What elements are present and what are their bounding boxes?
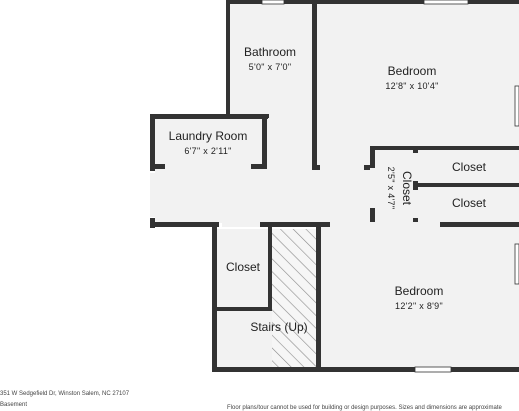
window <box>261 0 285 5</box>
bedroom-bottom-name: Bedroom <box>395 284 444 298</box>
doorway <box>320 165 364 170</box>
doorway <box>269 114 309 119</box>
stairs-landing-floor <box>213 311 272 368</box>
doorway <box>222 222 260 227</box>
bedroom-top-dims: 12'8" x 10'4" <box>385 81 438 91</box>
window <box>423 0 469 5</box>
floor-areas <box>155 4 519 368</box>
window <box>414 366 452 373</box>
wall <box>150 114 155 169</box>
wall <box>150 114 268 119</box>
closet-vertical-name: Closet <box>400 171 414 206</box>
closet-right-bottom-floor <box>418 187 519 223</box>
disclaimer: Floor plans/tour cannot be used for buil… <box>227 405 502 411</box>
laundry-dims: 6'7" x 2'11" <box>184 146 231 156</box>
wall <box>212 307 272 311</box>
window <box>514 85 519 127</box>
wall <box>226 0 519 4</box>
wall <box>212 222 217 372</box>
closet-vertical-floor <box>375 149 415 222</box>
wall <box>226 0 230 117</box>
doorway <box>165 164 251 169</box>
laundry-name: Laundry Room <box>169 129 248 143</box>
stairs-name: Stairs (Up) <box>250 320 307 334</box>
doorway <box>370 168 375 208</box>
bedroom-bottom-dims: 12'2" x 8'9" <box>395 301 443 311</box>
wall <box>212 367 519 372</box>
wall <box>370 146 519 150</box>
bedroom-top-name: Bedroom <box>388 64 437 78</box>
bathroom-dims: 5'0" x 7'0" <box>249 62 292 72</box>
bedroom-bottom-floor <box>320 226 519 368</box>
windows <box>261 0 519 373</box>
bathroom-floor <box>229 4 312 117</box>
window <box>514 243 519 285</box>
doorway <box>150 173 155 217</box>
closet-left-floor <box>217 229 268 307</box>
closet-left-name: Closet <box>226 260 261 274</box>
closet-right-bottom-name: Closet <box>452 196 487 210</box>
floor-level: Basement <box>0 402 28 408</box>
wall <box>413 183 519 187</box>
property-address: 351 W Sedgefield Dr, Winston Salem, NC 2… <box>0 391 130 397</box>
wall <box>262 114 267 169</box>
wall <box>268 226 272 311</box>
closet-vertical-dims: 2'5" x 4'7" <box>386 167 396 210</box>
stairs-hatch <box>272 229 318 368</box>
wall <box>150 222 219 227</box>
closet-right-top-name: Closet <box>452 160 487 174</box>
doorway <box>330 222 440 227</box>
doorway <box>413 153 418 181</box>
wall <box>316 222 321 372</box>
openings <box>150 114 440 227</box>
wall <box>312 0 317 170</box>
room-labels: Bathroom 5'0" x 7'0" Bedroom 12'8" x 10'… <box>169 45 487 334</box>
doorway <box>413 190 418 218</box>
bathroom-name: Bathroom <box>244 45 296 59</box>
closet-right-top-floor <box>418 149 519 184</box>
